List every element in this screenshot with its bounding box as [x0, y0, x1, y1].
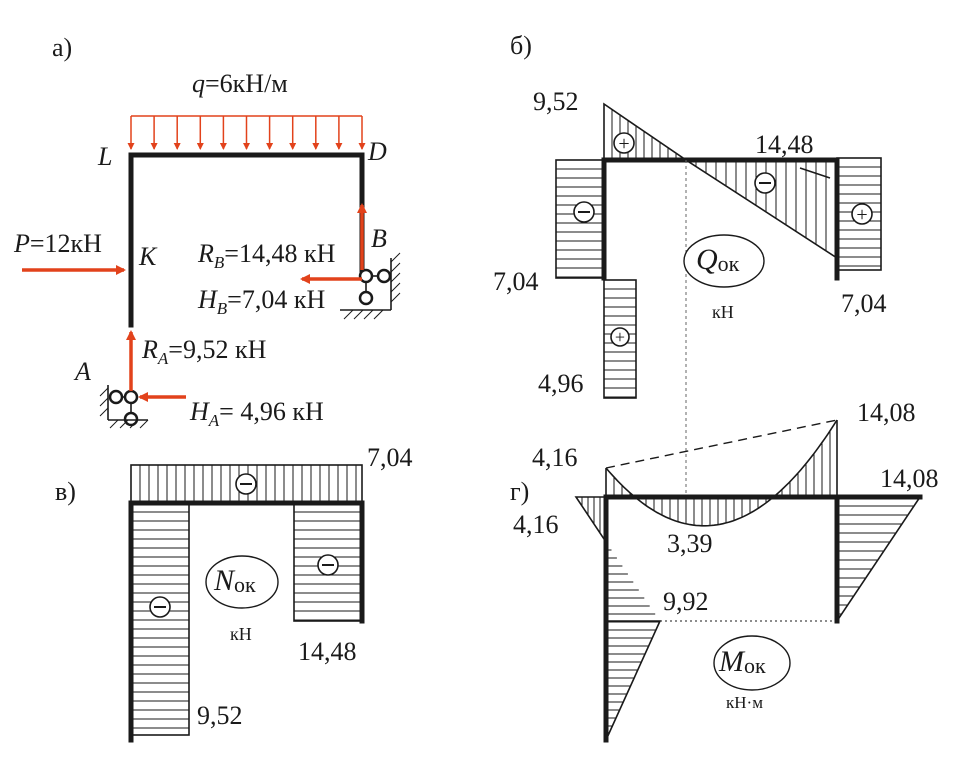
- P-force-label: P=12кН: [13, 229, 102, 258]
- moment-value: 4,16: [532, 443, 578, 472]
- panel-label-g: г): [510, 477, 529, 506]
- moment-diagram-unit: кН·м: [726, 693, 763, 712]
- normal-diagram: [128, 464, 365, 743]
- support-A: [99, 385, 149, 429]
- HA-label: HA= 4,96 кН: [189, 397, 324, 430]
- moment-value: 3,39: [667, 529, 713, 558]
- node-D-label: D: [367, 137, 387, 166]
- normal-diagram-title: Nок: [213, 564, 256, 597]
- shear-diagram-title: Qок: [696, 243, 740, 276]
- panel-label-b: б): [510, 31, 532, 60]
- shear-diagram: [555, 102, 882, 520]
- node-B-label: B: [371, 224, 387, 253]
- shear-value: 9,52: [533, 87, 579, 116]
- q-load-label: q=6кН/м: [192, 69, 288, 98]
- normal-value: 14,48: [298, 637, 357, 666]
- distributed-load: [127, 115, 366, 150]
- normal-diagram-unit: кН: [230, 624, 252, 644]
- HB-label: HB=7,04 кН: [197, 285, 325, 318]
- moment-diagram-title: Mок: [718, 645, 766, 678]
- RA-label: RA=9,52 кН: [141, 335, 267, 368]
- normal-value: 7,04: [367, 443, 413, 472]
- moment-value: 14,08: [880, 464, 939, 493]
- sign-minus: [235, 473, 257, 495]
- shear-diagram-unit: кН: [712, 302, 734, 322]
- sign-minus: [573, 201, 595, 223]
- panel-label-a: а): [52, 33, 72, 62]
- shear-value: 7,04: [841, 289, 887, 318]
- shear-value: 7,04: [493, 267, 539, 296]
- moment-diagram: [574, 419, 923, 743]
- moment-value: 14,08: [857, 398, 916, 427]
- moment-value: 9,92: [663, 587, 709, 616]
- shear-value: 4,96: [538, 369, 584, 398]
- RB-label: RB=14,48 кН: [197, 239, 336, 272]
- sign-plus: +: [610, 327, 630, 347]
- node-A-label: A: [73, 357, 91, 386]
- shear-value: 14,48: [755, 130, 814, 159]
- normal-diagram-title-oval: [205, 555, 279, 609]
- sign-plus: +: [851, 203, 873, 226]
- svg-text:+: +: [856, 204, 867, 226]
- shear-diagram-title-oval: [683, 234, 765, 288]
- frame-structure: [128, 152, 365, 328]
- svg-text:+: +: [615, 327, 625, 347]
- sign-minus: [754, 172, 776, 194]
- node-K-label: K: [138, 242, 158, 271]
- sign-minus: [149, 596, 171, 618]
- normal-value: 9,52: [197, 701, 243, 730]
- svg-text:+: +: [618, 133, 629, 155]
- panel-label-v: в): [55, 477, 76, 506]
- sign-minus: [317, 554, 339, 576]
- sign-plus: +: [613, 132, 635, 155]
- node-L-label: L: [97, 142, 112, 171]
- support-B: [340, 252, 401, 320]
- moment-diagram-title-oval: [713, 635, 791, 691]
- moment-value: 4,16: [513, 510, 559, 539]
